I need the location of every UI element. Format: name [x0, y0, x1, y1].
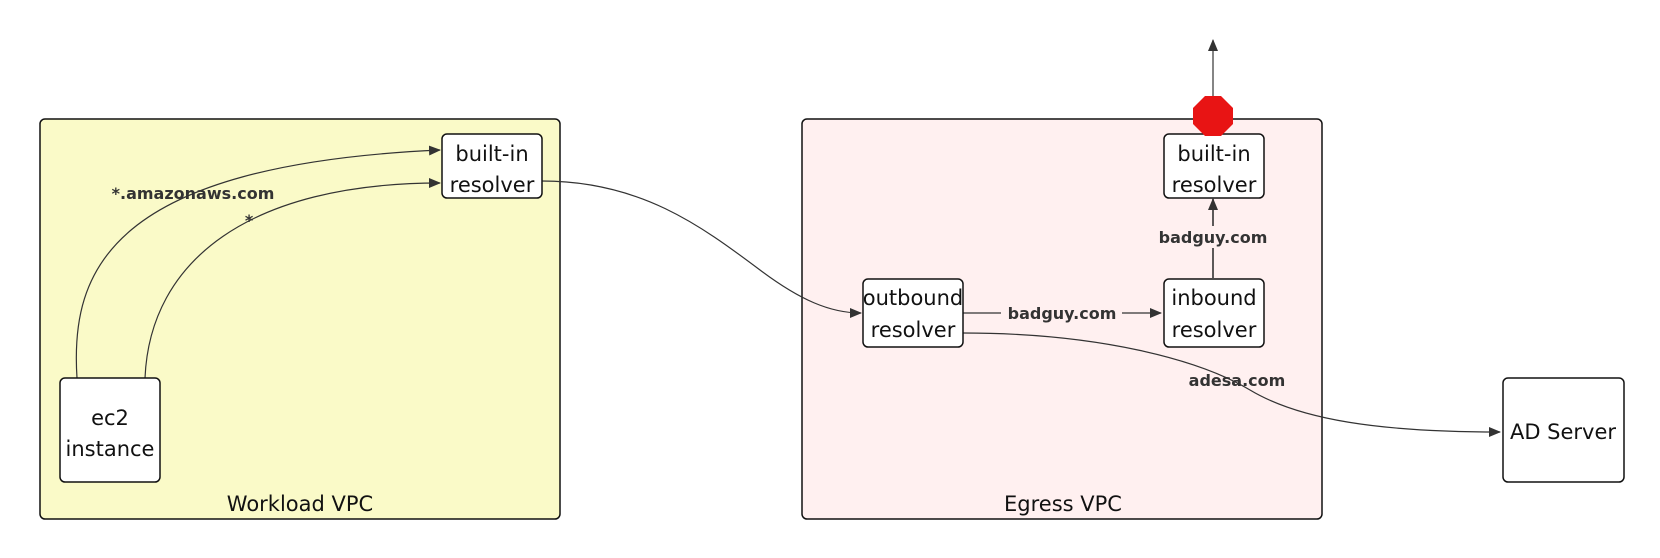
ec2-label-line2: instance: [66, 437, 155, 461]
workload-vpc-cluster: Workload VPC: [39, 118, 561, 520]
builtin-workload-line1: built-in: [455, 142, 528, 166]
node-outbound-resolver: outbound resolver: [862, 278, 964, 348]
node-builtin-resolver-workload: built-in resolver: [441, 133, 543, 199]
builtin-egress-line2: resolver: [1172, 173, 1257, 197]
edge-label-bg-badguy-1: [1001, 302, 1122, 324]
edge-label-adesa: adesa.com: [1189, 371, 1286, 390]
node-inbound-resolver: inbound resolver: [1163, 278, 1265, 348]
edge-ec2-to-builtin-amazonaws: [75, 145, 441, 379]
node-builtin-resolver-egress: built-in resolver: [1163, 133, 1265, 199]
ec2-label-line1: ec2: [91, 406, 129, 430]
builtin-workload-line2: resolver: [450, 173, 535, 197]
edge-label-wildcard: *: [245, 211, 254, 230]
builtin-egress-line1: built-in: [1177, 142, 1250, 166]
workload-vpc-label: Workload VPC: [227, 492, 373, 516]
outbound-line1: outbound: [863, 286, 964, 310]
stop-octagon-icon: [1193, 96, 1233, 136]
outbound-line2: resolver: [871, 318, 956, 342]
inbound-line1: inbound: [1171, 286, 1256, 310]
inbound-line2: resolver: [1172, 318, 1257, 342]
node-ec2-instance: ec2 instance: [59, 377, 161, 483]
egress-vpc-label: Egress VPC: [1004, 492, 1122, 516]
edge-outbound-to-ad-server: [962, 332, 1501, 437]
edge-ec2-to-builtin-wildcard: [144, 178, 441, 379]
node-ad-server: AD Server: [1502, 377, 1625, 483]
edge-builtin-to-outbound: [541, 180, 862, 318]
ad-server-label: AD Server: [1510, 420, 1616, 444]
edge-label-bg-badguy-2: [1150, 226, 1276, 248]
edge-label-amazonaws: *.amazonaws.com: [112, 184, 275, 203]
edge-label-badguy-outbound-inbound: badguy.com: [1008, 304, 1117, 323]
edge-label-badguy-inbound-builtin: badguy.com: [1159, 228, 1268, 247]
